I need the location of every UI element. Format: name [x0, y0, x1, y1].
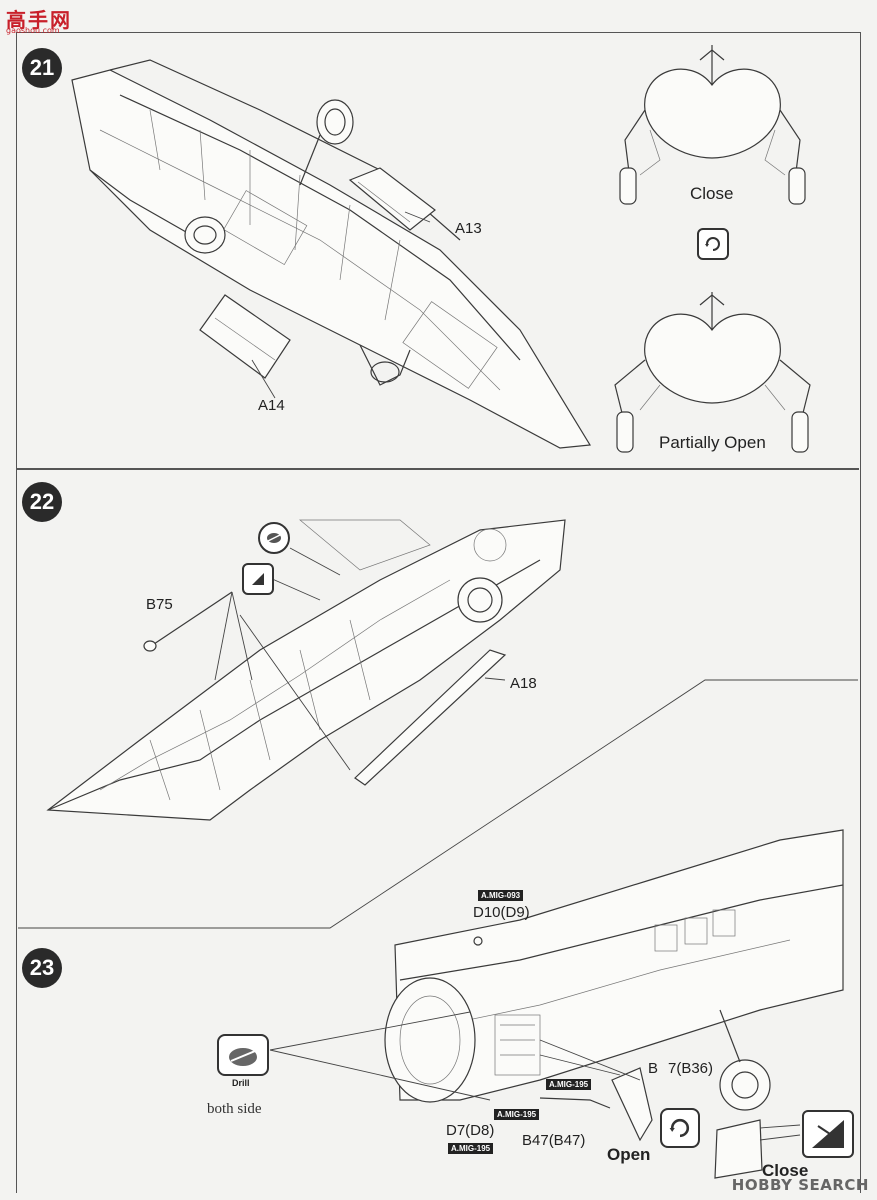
angle-view-icon: [802, 1110, 854, 1158]
rotate-view-icon: [660, 1108, 700, 1148]
paint-tag-mig093: A.MIG-093: [478, 890, 524, 901]
step-divider: [16, 468, 859, 470]
paint-tag-mig195-b: A.MIG-195: [494, 1109, 540, 1120]
state-label-close-23: Close: [762, 1161, 809, 1180]
state-label-close: Close: [690, 184, 734, 203]
part-label-d10: D10(D9): [473, 904, 530, 921]
part-label-a13: A13: [455, 220, 482, 237]
part-label-b47: B47(B47): [522, 1132, 586, 1149]
site-logo-url: gaoshou.com: [6, 26, 60, 35]
step-number-23: 23: [22, 948, 62, 988]
step21-front-view-partially-open: [614, 292, 811, 453]
part-label-a14: A14: [258, 397, 285, 414]
paint-tag-mig195-c: A.MIG-195: [448, 1143, 494, 1154]
step-number-21: 21: [22, 48, 62, 88]
state-label-partially-open: Partially Open: [659, 433, 766, 452]
drill-note: Drill: [232, 1078, 250, 1088]
part-label-b75: B75: [146, 596, 173, 613]
detail-view-icon: [258, 522, 290, 554]
site-logo: 高手网 gaoshou.com: [4, 4, 74, 36]
both-side-note: both side: [207, 1101, 262, 1117]
step23-fuselage-drawing: [269, 829, 844, 1179]
part-label-b7: 7(B36): [668, 1060, 714, 1077]
part-label-b: B: [648, 1060, 659, 1077]
step22-fuselage-drawing: [46, 519, 566, 821]
site-logo-text: 高手网: [6, 8, 72, 32]
part-label-d7: D7(D8): [446, 1122, 495, 1139]
step-number-22: 22: [22, 482, 62, 522]
page-frame: [16, 32, 861, 1193]
part-label-a18: A18: [510, 675, 537, 692]
rotate-view-icon: [697, 228, 729, 260]
step21-front-view-close: [619, 45, 806, 205]
step21-fuselage-drawing: [71, 59, 592, 449]
watermark: HOBBY SEARCH: [731, 1176, 869, 1194]
angle-view-icon: [242, 563, 274, 595]
drill-icon: [217, 1034, 269, 1076]
state-label-open: Open: [607, 1145, 651, 1164]
paint-tag-mig195-a: A.MIG-195: [546, 1079, 592, 1090]
